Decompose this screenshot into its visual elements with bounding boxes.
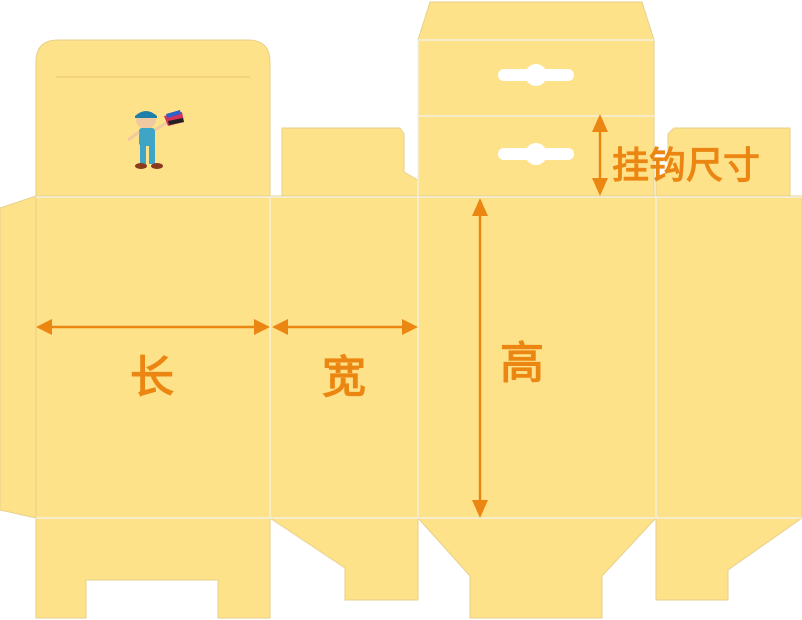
- panel-width: [269, 195, 419, 519]
- width-dimension-arrow: [272, 319, 418, 335]
- label-height: 高: [500, 338, 544, 389]
- bottom-flap-3: [416, 517, 658, 619]
- dust-flap-top-1: [281, 127, 419, 197]
- bottom-flap-2: [268, 517, 419, 601]
- panel-height: [417, 195, 657, 519]
- label-length: 长: [130, 352, 174, 403]
- mascot-logo: [127, 110, 184, 169]
- panel-length: [35, 195, 271, 519]
- hang-hole-upper: [498, 64, 574, 86]
- dust-flap-top-2: [655, 127, 791, 197]
- height-dimension-arrow: [472, 198, 488, 518]
- hanger-top-cap: [417, 1, 655, 41]
- hanger-size-arrow: [592, 114, 608, 196]
- glue-flap-left: [0, 195, 37, 519]
- bottom-flap-1: [35, 517, 271, 619]
- panel-side-right: [655, 195, 802, 519]
- label-hanger-size: 挂钩尺寸: [612, 144, 760, 187]
- label-width: 宽: [322, 352, 366, 403]
- bottom-flap-4: [655, 517, 802, 601]
- length-dimension-arrow: [36, 319, 270, 335]
- fold-lines: [36, 39, 802, 519]
- hang-hole-lower: [498, 143, 574, 165]
